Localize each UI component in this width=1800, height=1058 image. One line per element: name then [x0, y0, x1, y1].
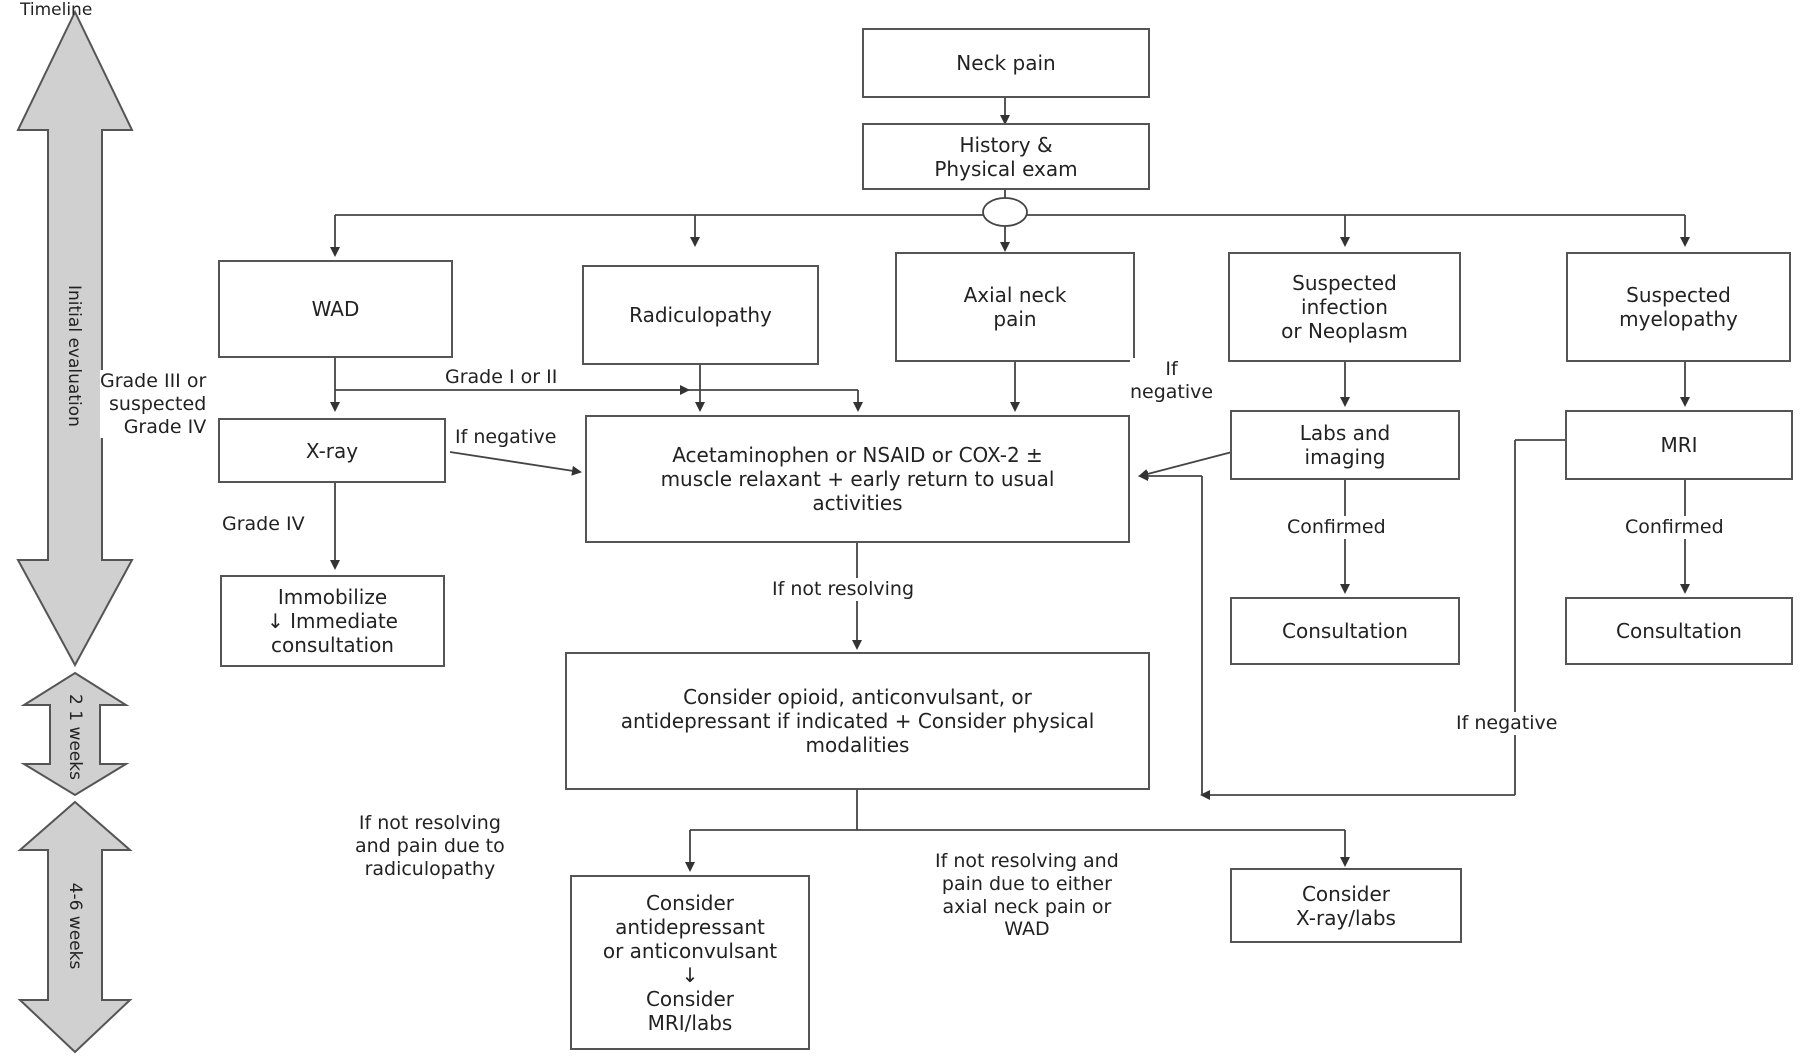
box-radiculopathy: Radiculopathy	[582, 265, 819, 365]
timeline-arrow-initial	[16, 9, 134, 668]
timeline-arrow-4-6-weeks	[17, 800, 133, 1054]
label-if-not-resolving: If not resolving	[772, 578, 914, 601]
box-acetaminophen-nsaid: Acetaminophen or NSAID or COX-2 ± muscle…	[585, 415, 1130, 543]
label-grade-i-ii: Grade I or II	[445, 366, 558, 389]
label-grade-iii: Grade III or suspected Grade IV	[100, 370, 207, 439]
box-infection-neoplasm: Suspected infection or Neoplasm	[1228, 252, 1461, 362]
box-myelopathy: Suspected myelopathy	[1566, 252, 1791, 362]
timeline-phase-4-6-weeks: 4-6 weeks	[65, 882, 85, 970]
label-confirmed-mri: Confirmed	[1625, 516, 1724, 539]
box-consultation-infection: Consultation	[1230, 597, 1460, 665]
timeline-header: Timeline	[20, 0, 93, 20]
box-axial-neck-pain: Axial neck pain	[895, 252, 1135, 362]
label-not-resolving-radiculopathy: If not resolving and pain due to radicul…	[355, 812, 505, 881]
label-if-negative-xray: If negative	[455, 426, 557, 449]
label-if-negative-labs: If negative	[1130, 358, 1214, 404]
label-confirmed-labs: Confirmed	[1287, 516, 1386, 539]
box-wad: WAD	[218, 260, 453, 358]
timeline-phase-initial: Initial evaluation	[64, 285, 84, 427]
label-not-resolving-axial: If not resolving and pain due to either …	[935, 850, 1119, 942]
timeline-phase-2-1-weeks: 2 1 weeks	[65, 694, 85, 780]
box-history-exam: History & Physical exam	[862, 123, 1150, 190]
box-labs-imaging: Labs and imaging	[1230, 410, 1460, 480]
box-consider-xray-labs: Consider X-ray/labs	[1230, 868, 1462, 943]
box-immobilize: Immobilize ↓ Immediate consultation	[220, 575, 445, 667]
label-if-negative-mri: If negative	[1456, 712, 1558, 735]
label-grade-iv: Grade IV	[222, 513, 305, 536]
timeline-arrow-2-1-weeks	[20, 671, 130, 797]
box-consider-opioid: Consider opioid, anticonvulsant, or anti…	[565, 652, 1150, 790]
box-mri: MRI	[1565, 410, 1793, 480]
box-xray: X-ray	[218, 418, 446, 483]
box-consultation-myelopathy: Consultation	[1565, 597, 1793, 665]
box-consider-antidepressant: Consider antidepressant or anticonvulsan…	[570, 875, 810, 1050]
box-neck-pain: Neck pain	[862, 28, 1150, 98]
